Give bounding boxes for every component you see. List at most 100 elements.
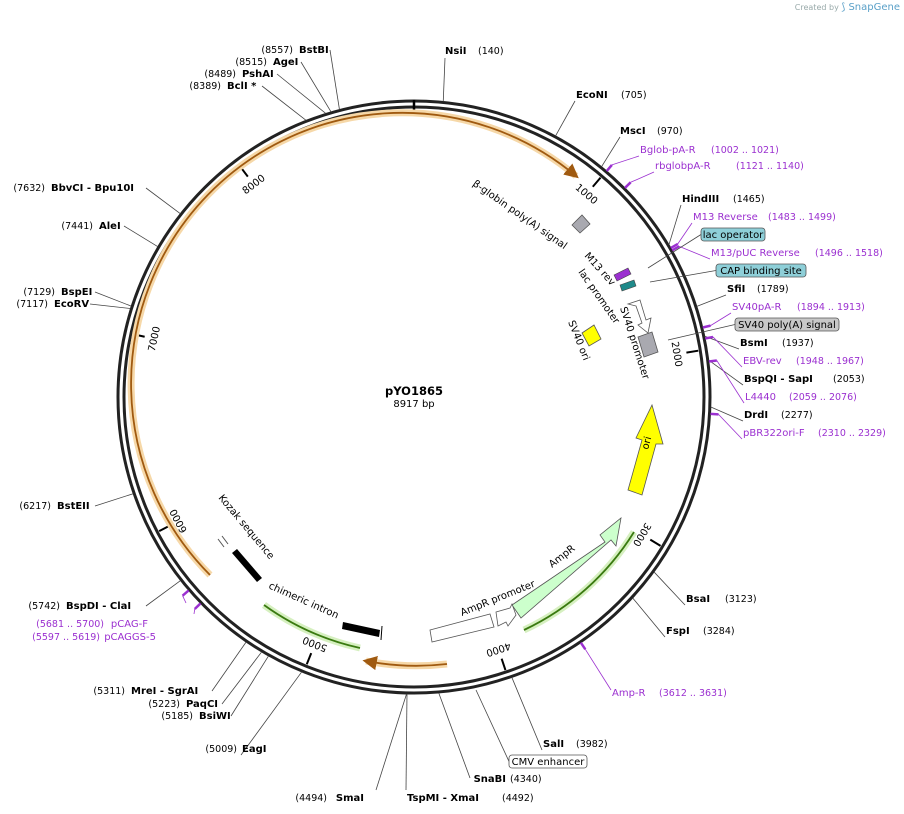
snapgene-logo: ⟆ SnapGene <box>841 2 900 13</box>
site-name[interactable]: TspMI - XmaI <box>407 793 479 804</box>
site-name[interactable]: BclI * <box>227 81 257 92</box>
primer-name[interactable]: rbglobpA-R <box>655 161 711 172</box>
leader-paqci <box>221 651 262 705</box>
site-name[interactable]: MreI - SgrAI <box>131 686 198 697</box>
primer-position: (1948 .. 1967) <box>796 356 864 367</box>
feature-arc-bottom <box>362 655 448 671</box>
ampr-feature <box>511 517 622 619</box>
primer-position: (3612 .. 3631) <box>659 688 727 699</box>
primer-leader <box>679 245 711 260</box>
site-name[interactable]: BsmI <box>740 338 768 349</box>
credit-text: Created by <box>794 3 839 12</box>
site-name[interactable]: SalI <box>543 739 564 750</box>
primer-name[interactable]: EBV-rev <box>743 356 782 367</box>
sv40-promoter-arrow <box>626 299 652 334</box>
site-name[interactable]: SnaBI <box>474 774 506 785</box>
feature-box-leader <box>647 234 702 269</box>
leader-hindiii <box>668 204 682 245</box>
site-name[interactable]: HindIII <box>682 194 719 205</box>
site-position: (5742) <box>28 601 60 612</box>
site-name[interactable]: EcoRV <box>54 299 89 310</box>
primer-name[interactable]: L4440 <box>745 392 776 403</box>
tick-label-2000: 2000 <box>669 341 684 368</box>
primer-name[interactable]: SV40pA-R <box>732 302 781 313</box>
site-name[interactable]: BspQI - SapI <box>744 374 813 385</box>
primer-name[interactable]: pCAG-F <box>111 619 148 630</box>
site-name[interactable]: EcoNI <box>576 90 608 101</box>
site-name[interactable]: SmaI <box>336 793 364 804</box>
primer-name[interactable]: Bglob-pA-R <box>640 145 696 156</box>
primer-leader <box>718 414 743 440</box>
site-name[interactable]: AleI <box>99 221 121 232</box>
leader-msci <box>601 136 621 167</box>
primer-tick <box>605 164 613 172</box>
feature-box-label: CAP binding site <box>720 266 802 277</box>
site-name[interactable]: BbvCI - Bpu10I <box>51 183 134 194</box>
leader-agei <box>300 61 332 113</box>
primer-tick <box>708 359 717 363</box>
feature-box[interactable] <box>700 227 766 242</box>
primer-leader <box>630 171 655 183</box>
ori-feature <box>627 403 664 496</box>
site-name[interactable]: PshAI <box>242 69 274 80</box>
leader-bbvci <box>145 187 181 214</box>
site-name[interactable]: BspEI <box>61 287 92 298</box>
site-name[interactable]: EagI <box>242 744 266 755</box>
ampr-promoter-box <box>429 613 495 643</box>
primer-name[interactable]: Amp-R <box>612 688 646 699</box>
tick-label-1000: 1000 <box>573 182 600 207</box>
site-position: (3982) <box>576 739 608 750</box>
primer-position: (1496 .. 1518) <box>815 248 883 259</box>
site-labels: NsiI(140)EcoNI(705)MscI(970)HindIII(1465… <box>13 45 885 804</box>
primer-name[interactable]: M13/pUC Reverse <box>711 248 800 259</box>
primer-name[interactable]: M13 Reverse <box>693 212 758 223</box>
leader-fspi <box>632 597 666 638</box>
primer-name[interactable]: pBR322ori-F <box>743 428 805 439</box>
site-name[interactable]: NsiI <box>445 46 466 57</box>
primer-leader <box>193 608 196 615</box>
primer-name[interactable]: pCAGGS-5 <box>104 632 156 643</box>
site-position: (2277) <box>781 410 813 421</box>
primer-position: (5681 .. 5700) <box>36 619 104 630</box>
leader-alei <box>123 225 159 248</box>
site-name[interactable]: BstEII <box>57 501 90 512</box>
site-position: (2053) <box>833 374 865 385</box>
leader-bsai <box>653 571 686 606</box>
snapgene-credit: Created by ⟆ SnapGene <box>795 2 900 13</box>
feature-box-label: lac operator <box>703 230 764 241</box>
site-name[interactable]: MscI <box>620 126 646 137</box>
site-name[interactable]: DrdI <box>744 410 768 421</box>
leader-ecorv <box>89 303 131 309</box>
green-arc-ampr-highlight <box>522 530 637 634</box>
leader-bsteii <box>94 493 134 507</box>
primer-position: (1002 .. 1021) <box>711 145 779 156</box>
site-name[interactable]: AgeI <box>273 57 298 68</box>
site-name[interactable]: BspDI - ClaI <box>66 601 131 612</box>
primer-tick <box>181 589 190 597</box>
tick-3000 <box>649 538 662 547</box>
site-name[interactable]: SfiI <box>727 284 745 295</box>
site-position: (5223) <box>148 699 180 710</box>
primer-position: (1121 .. 1140) <box>736 161 804 172</box>
leader-tspmi <box>405 693 408 791</box>
leader-econi <box>555 100 576 137</box>
m13-rev-feature <box>613 267 632 282</box>
site-name[interactable]: BsiWI <box>199 711 231 722</box>
site-name[interactable]: BstBI <box>299 45 329 56</box>
primer-leader <box>712 336 743 368</box>
site-position: (4494) <box>295 793 327 804</box>
feature-box-leader <box>667 324 736 341</box>
primer-tick <box>670 242 679 250</box>
primer-leader <box>584 649 612 691</box>
feature-box[interactable] <box>715 263 807 278</box>
feature-box[interactable] <box>508 754 588 769</box>
site-position: (5009) <box>205 744 237 755</box>
site-name[interactable]: FspI <box>666 626 690 637</box>
site-name[interactable]: PaqCI <box>186 699 218 710</box>
green-arc-intron <box>263 604 361 649</box>
primer-leader <box>677 222 693 245</box>
site-name[interactable]: BsaI <box>686 594 710 605</box>
leader-bstbi <box>329 49 340 110</box>
primer-leader <box>611 155 640 166</box>
feature-box[interactable] <box>734 317 840 332</box>
